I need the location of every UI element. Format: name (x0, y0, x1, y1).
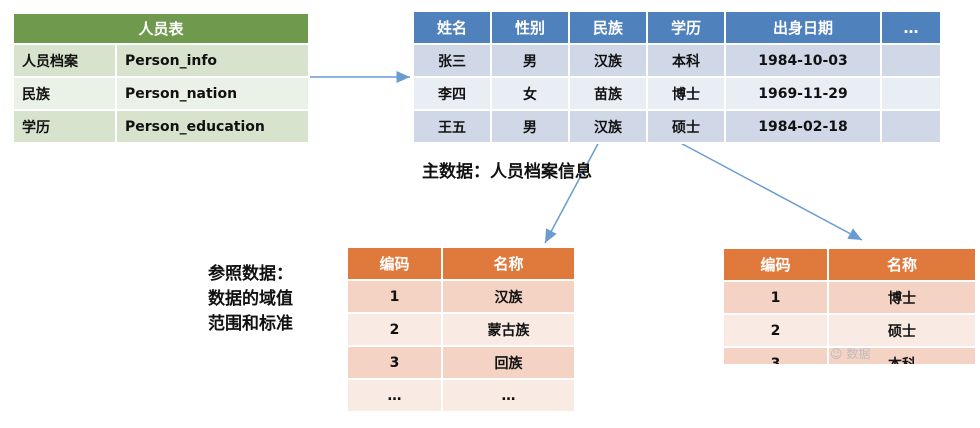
column-header: 名称 (441, 246, 576, 281)
table-cell (880, 109, 942, 144)
table-cell: 汉族 (441, 279, 576, 314)
table-cell: 3 (722, 346, 829, 364)
table-row: 2 蒙古族 (346, 312, 576, 347)
column-header: 编码 (346, 246, 443, 281)
table-cell: 汉族 (568, 109, 648, 144)
reference-data-caption: 参照数据： 数据的域值 范围和标准 (208, 262, 338, 337)
table-row: 民族 Person_nation (12, 76, 311, 111)
table-cell: 男 (490, 43, 570, 78)
table-cell: … (346, 378, 443, 413)
column-header: 姓名 (412, 10, 492, 45)
table-cell: 硕士 (646, 109, 726, 144)
table-cell: 王五 (412, 109, 492, 144)
table-row: 3 回族 (346, 345, 576, 380)
table-cell: 蒙古族 (441, 312, 576, 347)
table-cell: 汉族 (568, 43, 648, 78)
column-header: … (880, 10, 942, 45)
people-code-cell: Person_education (114, 109, 311, 144)
column-header: 编码 (722, 247, 829, 282)
table-cell: 女 (490, 76, 570, 111)
table-cell: 苗族 (568, 76, 648, 111)
master-data-table: 姓名 性别 民族 学历 出身日期 … 张三 男 汉族 本科 1984-10-03… (412, 10, 942, 144)
column-header: 学历 (646, 10, 726, 45)
people-table-title: 人员表 (11, 12, 311, 45)
table-cell: 博士 (646, 76, 726, 111)
table-row: 1 汉族 (346, 279, 576, 314)
table-row: 3 本科 (722, 346, 977, 364)
people-name-cell: 人员档案 (12, 43, 117, 78)
people-name-cell: 学历 (12, 109, 117, 144)
table-cell: 男 (490, 109, 570, 144)
table-cell: 张三 (412, 43, 492, 78)
table-cell: 3 (346, 345, 443, 380)
table-cell: … (441, 378, 576, 413)
watermark: ☺ 数据 (830, 347, 871, 361)
column-header: 出身日期 (724, 10, 882, 45)
table-cell: 1 (346, 279, 443, 314)
people-code-cell: Person_info (114, 43, 311, 78)
reference-caption-line: 数据的域值 (208, 289, 293, 309)
table-header-row: 编码 名称 (346, 246, 576, 281)
table-row: 张三 男 汉族 本科 1984-10-03 (412, 43, 942, 78)
table-cell (880, 43, 942, 78)
arrow-master-to-nation (544, 139, 601, 244)
column-header: 性别 (490, 10, 570, 45)
arrow-master-to-education (674, 139, 863, 241)
table-cell: 2 (346, 312, 443, 347)
table-cell: 1984-10-03 (724, 43, 882, 78)
table-cell: 本科 (827, 346, 977, 364)
column-header: 名称 (827, 247, 977, 282)
table-header-row: 姓名 性别 民族 学历 出身日期 … (412, 10, 942, 45)
table-row: 王五 男 汉族 硕士 1984-02-18 (412, 109, 942, 144)
table-row: 李四 女 苗族 博士 1969-11-29 (412, 76, 942, 111)
table-cell: 李四 (412, 76, 492, 111)
table-row: … … (346, 378, 576, 413)
reference-caption-line: 参照数据： (208, 264, 293, 284)
nation-reference-table: 编码 名称 1 汉族 2 蒙古族 3 回族 … … (346, 246, 576, 413)
table-cell: 硕士 (827, 313, 977, 348)
people-mapping-table: 人员表 人员档案 Person_info 民族 Person_nation 学历… (11, 12, 311, 144)
table-cell: 本科 (646, 43, 726, 78)
table-row: 2 硕士 (722, 313, 977, 348)
people-name-cell: 民族 (12, 76, 117, 111)
table-cell (880, 76, 942, 111)
table-header-row: 编码 名称 (722, 247, 977, 282)
table-cell: 1 (722, 280, 829, 315)
master-data-caption: 主数据：人员档案信息 (422, 162, 592, 182)
table-row: 1 博士 (722, 280, 977, 315)
table-cell: 1984-02-18 (724, 109, 882, 144)
education-reference-table: 编码 名称 1 博士 2 硕士 3 本科 (722, 247, 977, 364)
people-code-cell: Person_nation (114, 76, 311, 111)
table-cell: 博士 (827, 280, 977, 315)
table-row: 学历 Person_education (12, 109, 311, 144)
reference-caption-line: 范围和标准 (208, 314, 293, 334)
column-header: 民族 (568, 10, 648, 45)
education-table-clip: 编码 名称 1 博士 2 硕士 3 本科 (722, 247, 977, 364)
table-cell: 回族 (441, 345, 576, 380)
table-cell: 2 (722, 313, 829, 348)
table-row: 人员档案 Person_info (12, 43, 311, 78)
table-cell: 1969-11-29 (724, 76, 882, 111)
